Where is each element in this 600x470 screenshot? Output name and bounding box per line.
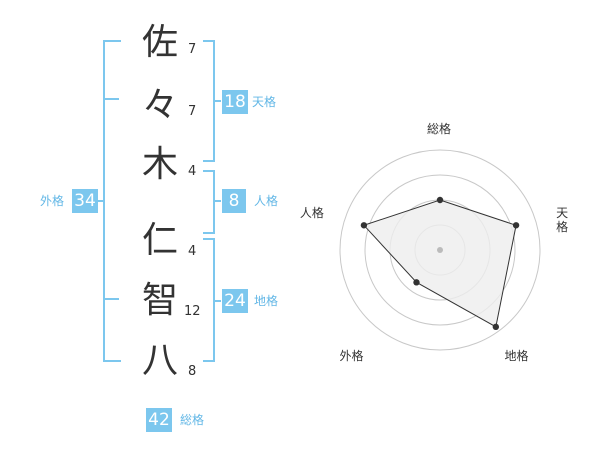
bracket-tick	[213, 300, 221, 302]
jinkaku-label: 人格	[254, 194, 279, 208]
bracket-tick	[103, 98, 119, 100]
stroke-count-2: 7	[188, 104, 197, 119]
stroke-count-4: 4	[188, 244, 197, 259]
radar-axis-label-3: 地格	[504, 349, 529, 364]
stroke-count-6: 8	[188, 364, 197, 379]
jinkaku-value: 8	[222, 189, 246, 213]
radar-chart: 総格天格地格 外格 人格	[300, 100, 580, 390]
radar-axis-label-1: 総格	[427, 122, 452, 136]
radar-point-3	[492, 323, 500, 331]
radar-point-2	[512, 222, 520, 229]
radar-polygon	[363, 199, 517, 328]
radar-ring	[364, 174, 516, 326]
radar-point-4	[413, 279, 420, 286]
name-char-2: 々	[141, 85, 178, 126]
tenkaku-label: 天格	[252, 95, 277, 109]
radar-axis-label-5: 人格	[299, 205, 324, 220]
gaikaku-label: 外格	[40, 194, 65, 208]
radar-point-5	[360, 222, 368, 229]
radar-point-1	[436, 196, 444, 204]
name-char-1: 佐	[141, 22, 178, 63]
radar-center	[437, 247, 443, 253]
radar-axis-label-4: 外格	[339, 349, 364, 364]
bracket-tick	[213, 100, 221, 102]
chikaku-value: 24	[222, 289, 248, 313]
radar-ring	[339, 149, 541, 351]
stroke-count-5: 12	[184, 304, 201, 319]
jinkaku-bracket	[203, 170, 215, 234]
name-char-5: 智	[141, 280, 178, 321]
gaikaku-value: 34	[72, 189, 98, 213]
name-char-4: 仁	[141, 220, 178, 261]
soukaku-label: 総格	[180, 413, 205, 427]
radar-svg	[339, 149, 541, 351]
gaikaku-bracket	[103, 40, 121, 362]
bracket-tick	[213, 200, 221, 202]
chikaku-label: 地格	[254, 294, 279, 308]
radar-axis-label-2: 天格	[556, 205, 569, 234]
name-char-3: 木	[141, 144, 178, 185]
bracket-tick	[103, 298, 119, 300]
bracket-tick	[97, 200, 105, 202]
name-char-6: 八	[141, 340, 178, 381]
stroke-count-3: 4	[188, 164, 197, 179]
tenkaku-value: 18	[222, 90, 248, 114]
stroke-count-1: 7	[188, 42, 197, 57]
soukaku-value: 42	[146, 408, 172, 432]
